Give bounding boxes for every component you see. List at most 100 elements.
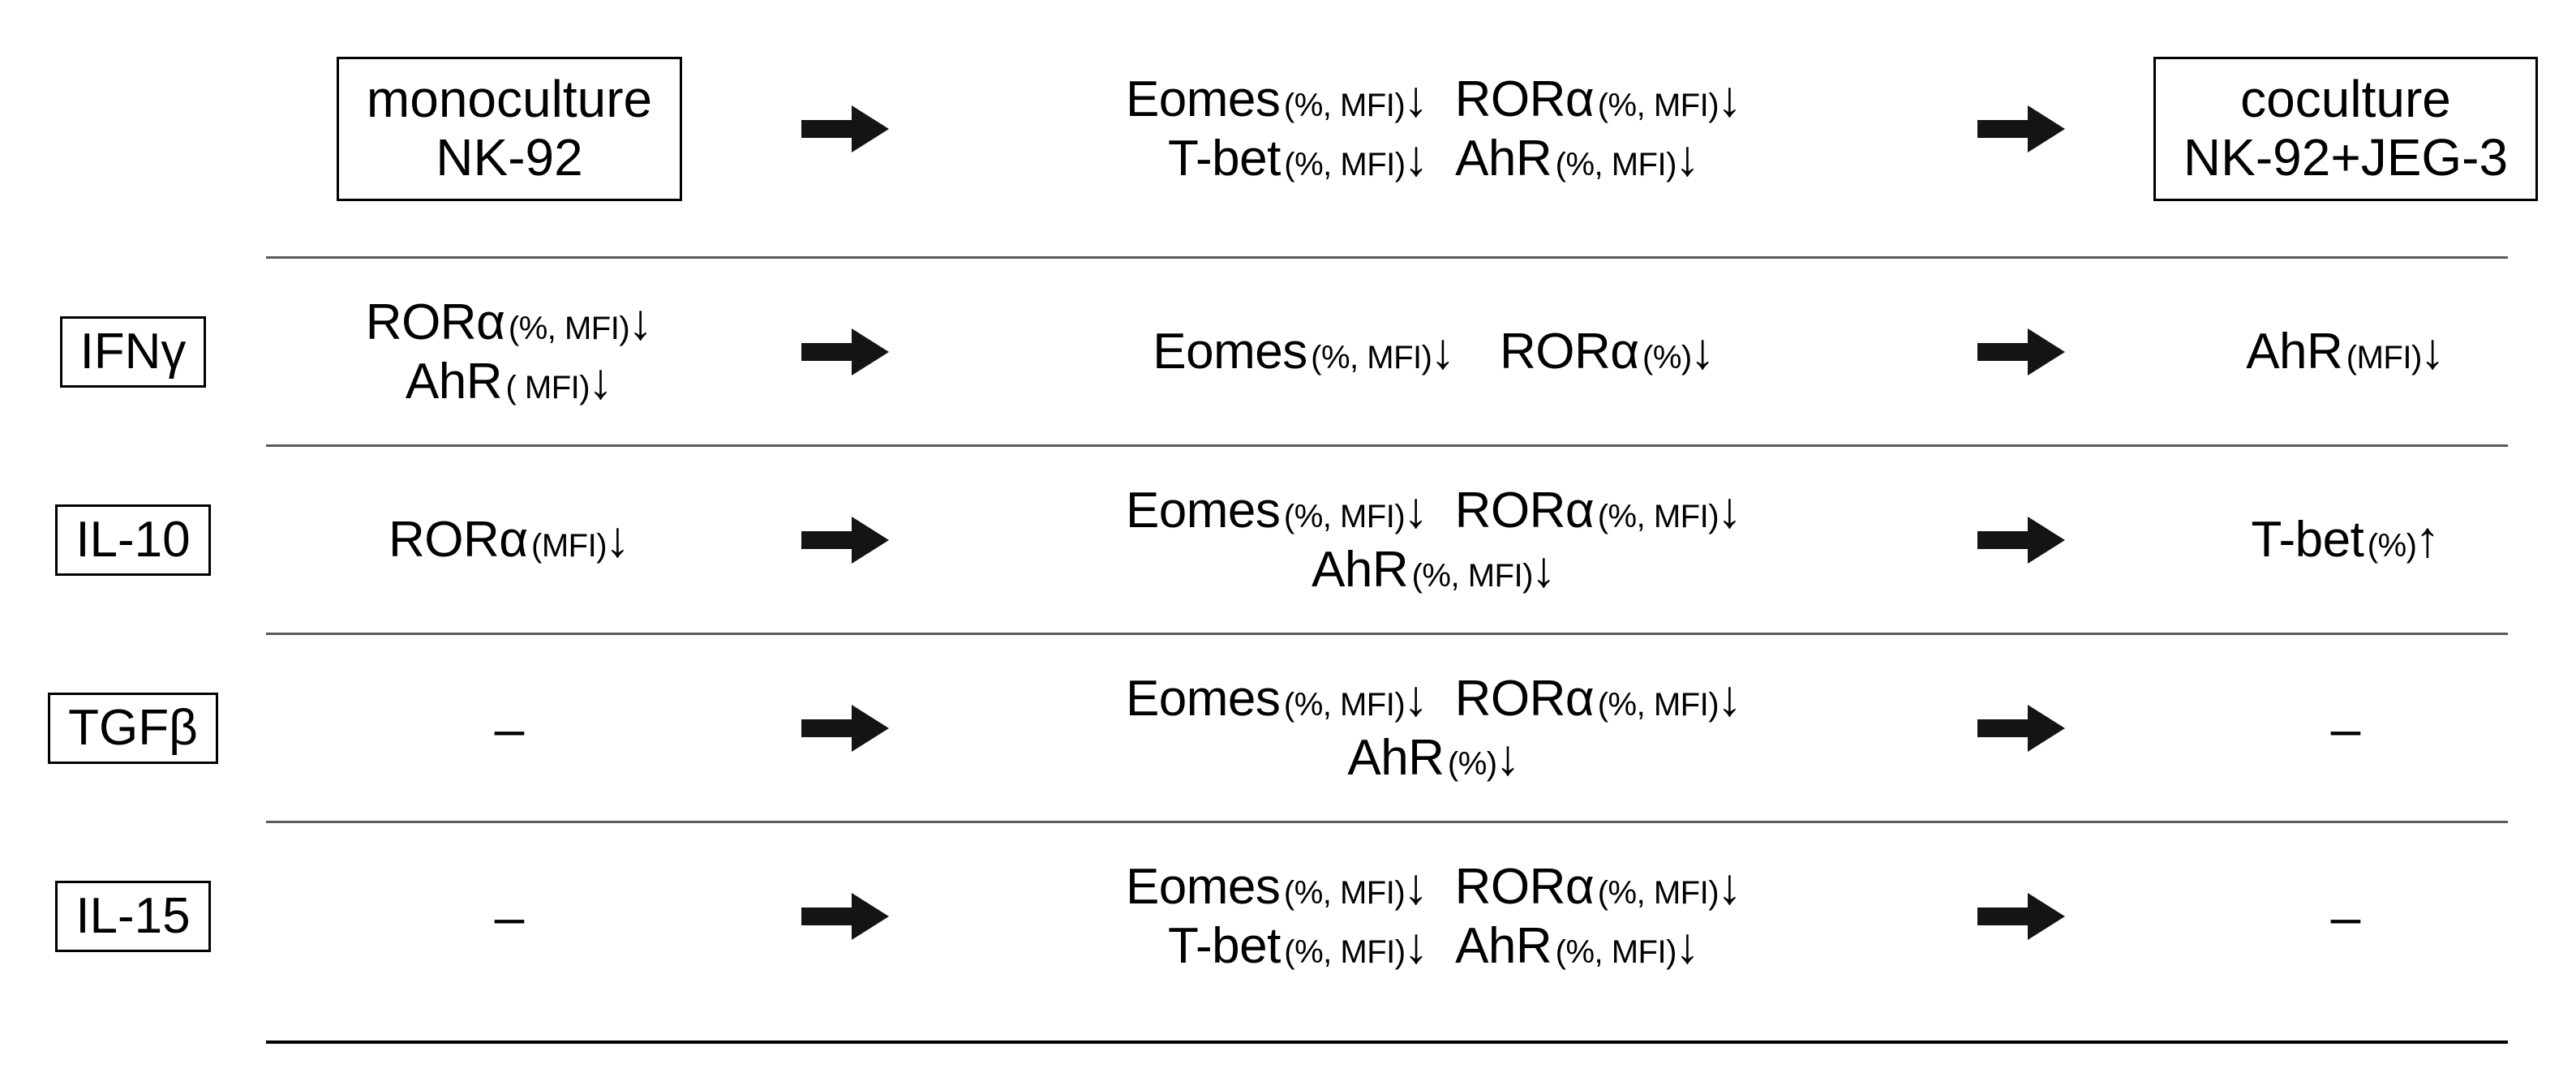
marker-qualifier: (%, MFI) — [1597, 87, 1719, 123]
monoculture-box-line2: NK-92 — [436, 128, 583, 187]
marker-item: AhR (MFI)↓ — [2246, 322, 2445, 381]
marker-direction: ↓ — [1403, 858, 1429, 915]
coculture-box-line1: coculture — [2240, 70, 2451, 129]
row-tgfb-middle-cell: Eomes (%, MFI)↓ RORα (%, MFI)↓ AhR (%)↓ — [939, 634, 1929, 822]
marker-direction: ↓ — [1495, 730, 1521, 786]
marker-direction: ↓ — [1403, 71, 1429, 127]
row-ifng-mono-cell: RORα (%, MFI)↓ AhR ( MFI)↓ — [266, 258, 753, 446]
marker-direction: ↓ — [1403, 131, 1429, 187]
marker-item: T-bet (%, MFI)↓ — [1168, 129, 1429, 188]
marker-direction: ↓ — [1403, 918, 1429, 974]
marker-name: Eomes — [1125, 71, 1281, 127]
marker-list: Eomes (%, MFI)↓ RORα (%, MFI)↓ T-bet (%,… — [1126, 857, 1742, 976]
header-cytokine-cell — [0, 0, 266, 258]
marker-direction: ↓ — [1717, 71, 1743, 127]
marker-name: RORα — [388, 512, 528, 569]
marker-item: AhR (%, MFI)↓ — [1455, 916, 1700, 976]
row-il15-label-cell: IL-15 — [0, 822, 266, 1010]
marker-list: Eomes (%, MFI)↓ RORα (%, MFI)↓ AhR (%, M… — [1126, 481, 1742, 599]
marker-item: RORα (%, MFI)↓ — [1455, 481, 1742, 540]
marker-direction: ↓ — [628, 294, 654, 350]
marker-direction: ↓ — [605, 512, 631, 569]
marker-item: AhR (%, MFI)↓ — [1455, 129, 1700, 188]
no-change-dash: – — [2330, 698, 2361, 758]
marker-name: T-bet — [1168, 131, 1281, 187]
right-arrow-icon — [1977, 328, 2065, 375]
right-arrow-icon — [1977, 105, 2065, 152]
marker-name: AhR — [1347, 730, 1445, 786]
right-arrow-icon — [1977, 893, 2065, 940]
marker-name: AhR — [2246, 324, 2343, 380]
marker-name: RORα — [1454, 858, 1595, 915]
marker-line: Eomes (%, MFI)↓ RORα (%, MFI)↓ — [1126, 481, 1742, 540]
row-il10-arrow-1-cell — [753, 446, 939, 634]
marker-item: Eomes (%, MFI)↓ — [1126, 70, 1428, 129]
marker-list: Eomes (%, MFI)↓ RORα (%, MFI)↓ AhR (%)↓ — [1126, 669, 1742, 787]
no-change-dash: – — [494, 698, 525, 758]
marker-direction: ↓ — [2419, 324, 2445, 380]
spacer-cell — [753, 1010, 939, 1077]
marker-direction: ↓ — [588, 354, 614, 410]
header-arrow-2-cell — [1929, 0, 2115, 258]
right-arrow-icon — [801, 105, 889, 152]
table-bottom-rule — [266, 1041, 2508, 1044]
row-tgfb-arrow-1-cell — [753, 634, 939, 822]
row-il15-arrow-1-cell — [753, 822, 939, 1010]
marker-direction: ↓ — [1717, 858, 1743, 915]
row-il15-co-cell: – — [2115, 822, 2576, 1010]
marker-name: RORα — [1454, 670, 1595, 727]
header-marker-list: Eomes (%, MFI)↓ RORα (%, MFI)↓ T-bet (%,… — [1126, 70, 1742, 188]
marker-qualifier: (%, MFI) — [1311, 340, 1432, 376]
monoculture-box: monoculture NK-92 — [336, 57, 683, 201]
row-il10-mono-cell: RORα (MFI)↓ — [266, 446, 753, 634]
row-separator-2 — [266, 444, 2508, 447]
row-ifng-middle-cell: Eomes (%, MFI)↓ RORα (%)↓ — [939, 258, 1929, 446]
marker-name: RORα — [1454, 482, 1595, 538]
marker-list: T-bet (%)↑ — [2252, 510, 2441, 569]
marker-name: Eomes — [1125, 482, 1281, 538]
marker-direction: ↑ — [2415, 512, 2441, 569]
marker-list: RORα (MFI)↓ — [389, 510, 630, 569]
row-il10-label-cell: IL-10 — [0, 446, 266, 634]
marker-name: Eomes — [1125, 858, 1281, 915]
header-middle-cell: Eomes (%, MFI)↓ RORα (%, MFI)↓ T-bet (%,… — [939, 0, 1929, 258]
marker-name: RORα — [365, 294, 505, 350]
marker-item: RORα (%)↓ — [1500, 322, 1715, 381]
row-separator-4 — [266, 821, 2508, 823]
marker-item: RORα (%, MFI)↓ — [1455, 857, 1742, 916]
spacer-cell — [2115, 1010, 2576, 1077]
marker-qualifier: (%, MFI) — [1555, 934, 1677, 970]
cytokine-label-tgfb: TGFβ — [48, 693, 218, 764]
cytokine-label-il15: IL-15 — [55, 881, 211, 952]
marker-qualifier: (%, MFI) — [1597, 686, 1719, 723]
marker-line: RORα (MFI)↓ — [389, 510, 630, 569]
cytokine-label-il10: IL-10 — [55, 504, 211, 576]
marker-line: AhR (MFI)↓ — [2246, 322, 2445, 381]
right-arrow-icon — [801, 517, 889, 564]
spacer-cell — [1929, 1010, 2115, 1077]
marker-direction: ↓ — [1717, 482, 1743, 538]
marker-line: AhR ( MFI)↓ — [366, 352, 653, 411]
marker-direction: ↓ — [1403, 670, 1429, 727]
marker-list: RORα (%, MFI)↓ AhR ( MFI)↓ — [366, 293, 653, 411]
row-il15-arrow-2-cell — [1929, 822, 2115, 1010]
marker-direction: ↓ — [1430, 324, 1456, 380]
marker-line: Eomes (%, MFI)↓ RORα (%, MFI)↓ — [1126, 669, 1742, 728]
row-separator-3 — [266, 633, 2508, 635]
right-arrow-icon — [801, 893, 889, 940]
marker-qualifier: (MFI) — [2346, 340, 2423, 376]
marker-direction: ↓ — [1674, 918, 1700, 974]
marker-line: T-bet (%, MFI)↓ AhR (%, MFI)↓ — [1126, 916, 1742, 976]
marker-qualifier: (%) — [2367, 528, 2417, 564]
coculture-box-line2: NK-92+JEG-3 — [2183, 128, 2509, 187]
marker-list: Eomes (%, MFI)↓ RORα (%)↓ — [1153, 322, 1715, 381]
right-arrow-icon — [1977, 517, 2065, 564]
row-tgfb-co-cell: – — [2115, 634, 2576, 822]
marker-qualifier: (%, MFI) — [508, 310, 630, 346]
marker-item: AhR (%, MFI)↓ — [1312, 540, 1556, 599]
marker-direction: ↓ — [1689, 324, 1715, 380]
marker-item: RORα (MFI)↓ — [389, 510, 630, 569]
spacer-cell — [266, 1010, 753, 1077]
marker-direction: ↓ — [1403, 482, 1429, 538]
